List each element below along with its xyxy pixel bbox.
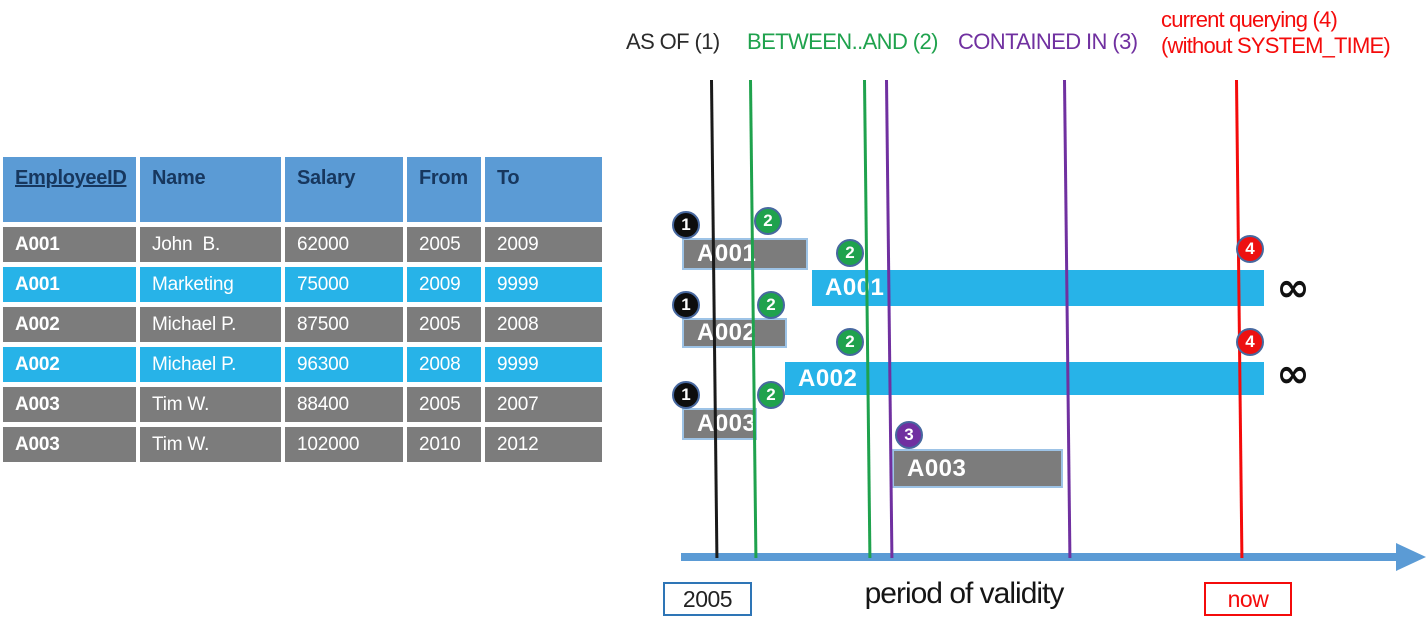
legend-current-querying-line1: current querying (4) [1161, 7, 1338, 32]
step-badge-2: 2 [836, 328, 864, 356]
now-line [1234, 79, 1243, 558]
cell-row1-salary: 62000 [285, 227, 403, 262]
cell-row6-to: 2012 [485, 427, 602, 462]
step-badge-1: 1 [672, 211, 700, 239]
bar-label: A003 [907, 454, 967, 482]
cell-row5-to: 2007 [485, 387, 602, 422]
legend-contained-in: CONTAINED IN (3) [958, 29, 1138, 54]
step-badge-4: 4 [1236, 235, 1264, 263]
validity-bar-a003-history: A003 [682, 408, 757, 440]
cell-row1-from: 2005 [407, 227, 481, 262]
validity-bar-a003-history: A003 [892, 449, 1063, 488]
legend-between-and: BETWEEN..AND (2) [747, 29, 938, 54]
bar-label: A002 [798, 364, 858, 392]
bar-label: A001 [697, 240, 757, 267]
step-badge-3: 3 [895, 421, 923, 449]
cell-row4-from: 2008 [407, 347, 481, 382]
cell-row4-salary: 96300 [285, 347, 403, 382]
contained-start-line [884, 79, 893, 558]
cell-row2-salary: 75000 [285, 267, 403, 302]
axis-now-label: now [1204, 582, 1292, 616]
step-badge-2: 2 [757, 381, 785, 409]
legend-current-querying: current querying (4) (without SYSTEM_TIM… [1161, 7, 1391, 59]
bar-label: A003 [697, 410, 757, 437]
cell-row2-employeeid: A001 [3, 267, 136, 302]
cell-row5-salary: 88400 [285, 387, 403, 422]
legend-current-querying-line2: (without SYSTEM_TIME) [1161, 33, 1391, 58]
infinity-icon: ∞ [1276, 265, 1310, 311]
bar-label: A002 [697, 319, 757, 346]
step-badge-1: 1 [672, 291, 700, 319]
cell-row6-name: Tim W. [140, 427, 281, 462]
cell-row2-from: 2009 [407, 267, 481, 302]
cell-row5-from: 2005 [407, 387, 481, 422]
bar-label: A001 [825, 274, 885, 301]
column-header-salary: Salary [285, 157, 403, 222]
legend-as-of: AS OF (1) [626, 29, 720, 54]
validity-bar-a001-current: A001 [812, 270, 1264, 306]
step-badge-2: 2 [754, 207, 782, 235]
column-header-employeeid: EmployeeID [3, 157, 136, 222]
column-header-from: From [407, 157, 481, 222]
cell-row3-name: Michael P. [140, 307, 281, 342]
cell-row4-name: Michael P. [140, 347, 281, 382]
time-axis [681, 553, 1399, 561]
cell-row2-name: Marketing [140, 267, 281, 302]
cell-row3-from: 2005 [407, 307, 481, 342]
cell-row6-from: 2010 [407, 427, 481, 462]
validity-bar-a002-current: A002 [785, 362, 1264, 395]
infinity-icon: ∞ [1276, 351, 1310, 397]
axis-title: period of validity [864, 577, 1065, 610]
cell-row5-employeeid: A003 [3, 387, 136, 422]
cell-row1-employeeid: A001 [3, 227, 136, 262]
step-badge-2: 2 [836, 239, 864, 267]
cell-row1-name: John B. [140, 227, 281, 262]
step-badge-4: 4 [1236, 328, 1264, 356]
axis-start-year-label: 2005 [663, 582, 752, 616]
step-badge-1: 1 [672, 381, 700, 409]
cell-row3-to: 2008 [485, 307, 602, 342]
cell-row6-salary: 102000 [285, 427, 403, 462]
validity-bar-a001-history: A001 [682, 238, 808, 270]
cell-row6-employeeid: A003 [3, 427, 136, 462]
cell-row5-name: Tim W. [140, 387, 281, 422]
cell-row3-employeeid: A002 [3, 307, 136, 342]
time-axis-arrowhead-icon [1396, 543, 1426, 571]
validity-bar-a002-history: A002 [682, 318, 787, 348]
cell-row4-employeeid: A002 [3, 347, 136, 382]
column-header-to: To [485, 157, 602, 222]
cell-row3-salary: 87500 [285, 307, 403, 342]
column-header-name: Name [140, 157, 281, 222]
step-badge-2: 2 [757, 291, 785, 319]
cell-row4-to: 9999 [485, 347, 602, 382]
contained-end-line [1062, 79, 1071, 558]
cell-row1-to: 2009 [485, 227, 602, 262]
between-end-line [862, 79, 871, 558]
cell-row2-to: 9999 [485, 267, 602, 302]
